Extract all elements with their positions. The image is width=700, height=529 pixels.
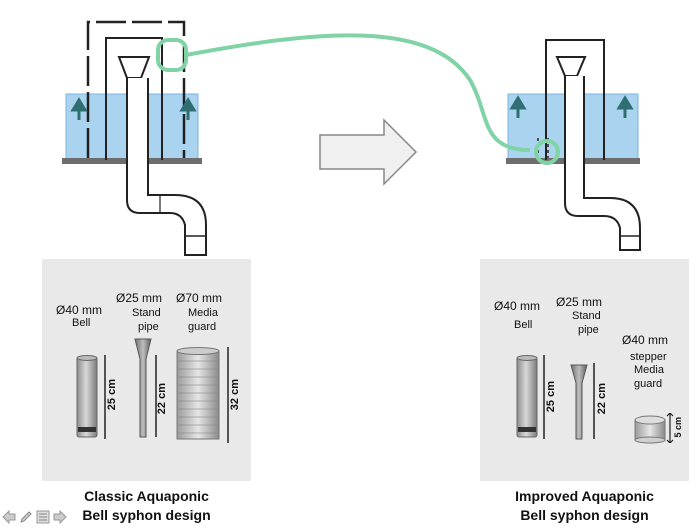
classic-stand-pipe: [126, 78, 207, 256]
classic-up-arrow-left: [70, 97, 88, 120]
improved-media-guard-name-0: stepper: [630, 351, 667, 363]
forward-arrow-icon[interactable]: [53, 509, 67, 525]
improved-bell-diameter: Ø40 mm: [494, 299, 541, 313]
classic-bell-name: Bell: [72, 317, 91, 329]
classic-bell-dimension-line: [104, 355, 106, 439]
classic-up-arrow-right: [179, 97, 197, 120]
back-arrow-icon[interactable]: [2, 509, 16, 525]
highlight-connector: [185, 33, 531, 152]
classic-stand-pipe-height: 22 cm: [156, 383, 168, 415]
classic-media-guard-dimension-line: [227, 347, 229, 443]
improved-bell-outline: [545, 39, 605, 160]
classic-media-guard-diameter: Ø70 mm: [176, 291, 223, 305]
improved-media-guard-shape: [634, 415, 666, 444]
classic-media-guard-shape: [176, 347, 220, 440]
improved-media-guard-diameter: Ø40 mm: [622, 333, 669, 347]
classic-funnel: [117, 56, 151, 79]
classic-bell-outline: [105, 37, 163, 160]
classic-components-panel: Ø40 mm Bell 25 cm Ø25 mm Stand pipe 22 c…: [42, 259, 251, 481]
improved-stand-pipe-diameter: Ø25 mm: [556, 295, 603, 309]
classic-bell-diameter: Ø40 mm: [56, 303, 103, 317]
direction-arrow: [319, 118, 418, 186]
improved-stand-pipe: [564, 76, 641, 251]
classic-stand-pipe-name-2: pipe: [138, 321, 159, 333]
improved-stand-pipe-shape: [570, 364, 588, 440]
improved-up-arrow-left: [509, 95, 527, 118]
improved-bell-shape: [516, 355, 538, 438]
improved-media-guard-dimension-line: [666, 413, 674, 443]
classic-media-guard-name-1: Media: [188, 307, 218, 319]
improved-caption-line2: Bell syphon design: [520, 507, 649, 523]
improved-bell-dimension-line: [543, 355, 545, 439]
classic-bell-height: 25 cm: [106, 379, 118, 411]
improved-media-guard-height: 5 cm: [673, 417, 683, 438]
classic-media-guard-name-2: guard: [188, 321, 217, 333]
improved-stand-pipe-height: 22 cm: [596, 383, 608, 415]
improved-caption-line1: Improved Aquaponic: [515, 488, 654, 504]
classic-stand-pipe-dimension-line: [155, 355, 157, 437]
classic-caption: Classic Aquaponic Bell syphon design: [42, 487, 251, 525]
classic-caption-line2: Bell syphon design: [82, 507, 211, 523]
classic-caption-line1: Classic Aquaponic: [84, 488, 209, 504]
improved-components-panel: Ø40 mm Bell 25 cm Ø25 mm Stand pipe 22 c…: [480, 259, 689, 481]
pen-icon[interactable]: [19, 510, 33, 524]
classic-media-guard-height: 32 cm: [229, 379, 241, 411]
classic-media-guard-outline: [86, 20, 186, 158]
classic-stand-pipe-shape: [134, 338, 152, 438]
improved-media-guard-name-1: Media: [634, 364, 664, 376]
improved-stand-pipe-name-2: pipe: [578, 324, 599, 336]
slide-nav-toolbar: [2, 509, 67, 525]
improved-caption: Improved Aquaponic Bell syphon design: [480, 487, 689, 525]
classic-bell-shape: [76, 355, 98, 438]
classic-syphon-diagram: [62, 20, 641, 256]
classic-stand-pipe-diameter: Ø25 mm: [116, 291, 163, 305]
improved-bell-name: Bell: [514, 319, 533, 331]
highlight-circle-improved: [534, 139, 560, 165]
improved-media-guard-name-2: guard: [634, 378, 663, 390]
improved-bell-height: 25 cm: [545, 381, 557, 413]
improved-stand-pipe-name-1: Stand: [572, 310, 601, 322]
classic-stand-pipe-name-1: Stand: [132, 307, 161, 319]
menu-icon[interactable]: [36, 510, 50, 524]
improved-funnel: [555, 56, 587, 77]
improved-stand-pipe-dimension-line: [593, 363, 595, 439]
improved-up-arrow-right: [616, 95, 634, 118]
